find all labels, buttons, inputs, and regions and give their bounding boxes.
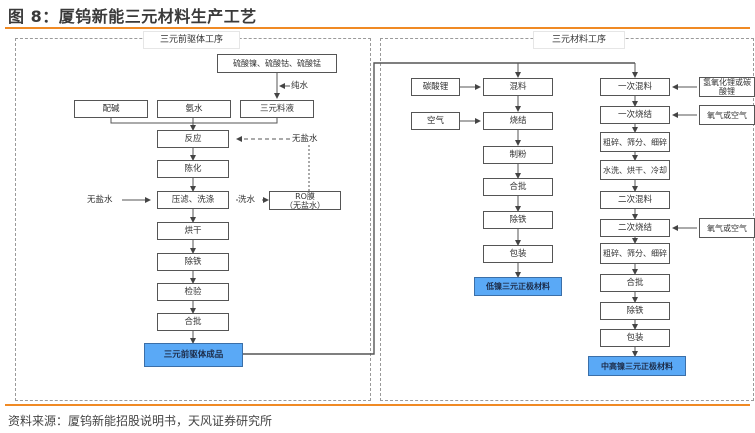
step-drying: 烘干 bbox=[157, 222, 229, 240]
high-step-crush-sieve-1: 粗碎、筛分、细碎 bbox=[600, 132, 670, 152]
box-sulfates: 硫酸镍、硫酸钴、硫酸锰 bbox=[217, 54, 337, 73]
input-oxygen-or-air-2: 氧气或空气 bbox=[699, 218, 755, 238]
step-iron-removal: 除铁 bbox=[157, 253, 229, 271]
box-ammonia: 氨水 bbox=[157, 100, 231, 118]
box-ro-membrane: RO膜 （无盐水） bbox=[269, 191, 341, 210]
precursor-to-material-line bbox=[243, 62, 635, 355]
precursor-section-label: 三元前驱体工序 bbox=[143, 31, 240, 49]
figure-title: 图 8：厦钨新能三元材料生产工艺 bbox=[8, 7, 257, 26]
label-pure-water: 纯水 bbox=[291, 81, 309, 91]
high-step-first-sintering: 一次烧结 bbox=[600, 106, 670, 124]
low-step-sintering: 烧结 bbox=[483, 112, 553, 130]
high-step-iron-removal: 除铁 bbox=[600, 302, 670, 320]
high-step-batching: 合批 bbox=[600, 274, 670, 292]
high-step-second-sintering: 二次烧结 bbox=[600, 219, 670, 237]
high-step-second-mixing: 二次混料 bbox=[600, 191, 670, 209]
step-aging: 陈化 bbox=[157, 160, 229, 178]
ro-membrane-line1: RO膜 bbox=[295, 191, 315, 201]
low-step-packaging: 包装 bbox=[483, 245, 553, 263]
input-lithium-carbonate: 碳酸锂 bbox=[411, 78, 460, 96]
low-step-iron-removal: 除铁 bbox=[483, 211, 553, 229]
label-desalted-water-left: 无盐水 bbox=[87, 195, 113, 205]
low-step-milling: 制粉 bbox=[483, 146, 553, 164]
figure-source: 资料来源：厦钨新能招股说明书，天风证券研究所 bbox=[8, 414, 273, 428]
low-step-batching: 合批 bbox=[483, 178, 553, 196]
material-section-label: 三元材料工序 bbox=[533, 31, 625, 49]
step-press-filter-wash: 压滤、洗涤 bbox=[157, 191, 229, 209]
label-wash-water: 洗水 bbox=[238, 195, 256, 205]
ro-membrane-line2: （无盐水） bbox=[285, 200, 325, 210]
input-lithium-hydroxide-or-carbonate: 氢氧化锂或碳酸锂 bbox=[699, 77, 755, 97]
box-alkali: 配碱 bbox=[74, 100, 148, 118]
high-step-wash-dry-cool: 水洗、烘干、冷却 bbox=[600, 160, 670, 180]
merge-line bbox=[110, 118, 278, 124]
label-desalted-water-top: 无盐水 bbox=[292, 134, 318, 144]
step-inspection: 检验 bbox=[157, 283, 229, 301]
box-ternary-solution: 三元料液 bbox=[240, 100, 314, 118]
top-divider bbox=[5, 27, 750, 29]
high-step-first-mixing: 一次混料 bbox=[600, 78, 670, 96]
precursor-product: 三元前驱体成品 bbox=[144, 343, 243, 367]
high-step-packaging: 包装 bbox=[600, 329, 670, 347]
low-nickel-product: 低镍三元正极材料 bbox=[474, 277, 562, 296]
step-batching: 合批 bbox=[157, 313, 229, 331]
input-air: 空气 bbox=[411, 112, 460, 130]
high-nickel-product: 中高镍三元正极材料 bbox=[588, 356, 686, 376]
high-step-crush-sieve-2: 粗碎、筛分、细碎 bbox=[600, 243, 670, 264]
step-reaction: 反应 bbox=[157, 130, 229, 148]
input-oxygen-or-air-1: 氧气或空气 bbox=[699, 105, 755, 125]
low-step-mixing: 混料 bbox=[483, 78, 553, 96]
bottom-divider bbox=[5, 404, 750, 406]
